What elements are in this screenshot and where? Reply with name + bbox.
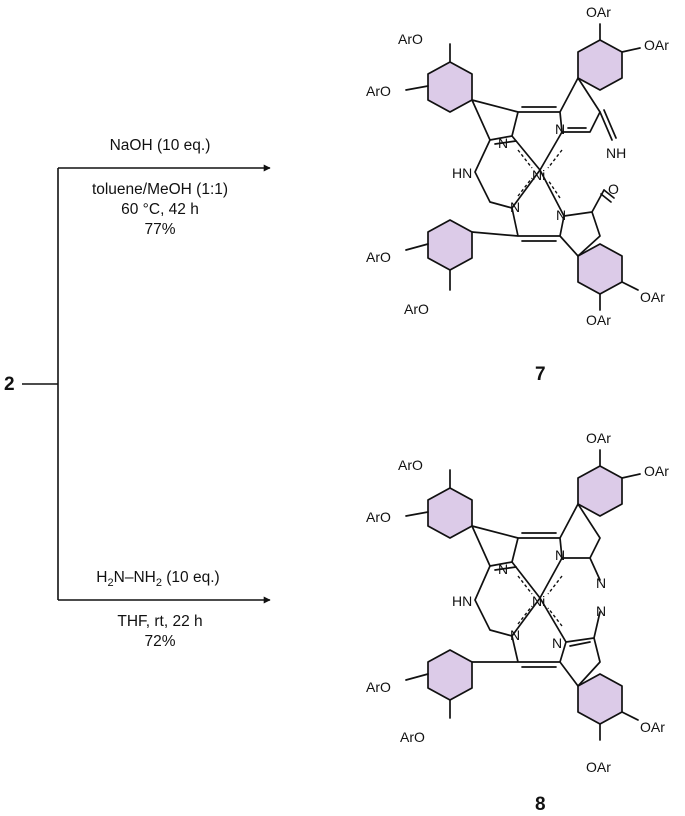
atom-ni: Ni bbox=[532, 167, 545, 183]
start-compound-label: 2 bbox=[4, 374, 15, 395]
substituent-oar: ArO bbox=[366, 83, 391, 99]
substituent-bonds bbox=[405, 449, 641, 741]
ni-coordination bbox=[517, 575, 563, 627]
product-8-structure: N N N N Ni HN N N ArO ArO OAr OAr ArO Ar… bbox=[366, 430, 669, 775]
double-bonds bbox=[494, 532, 591, 668]
benzo-ring bbox=[577, 39, 623, 91]
substituent-oar: OAr bbox=[640, 289, 665, 305]
benzo-ring bbox=[427, 649, 473, 701]
substituent-oar: ArO bbox=[366, 679, 391, 695]
atom-ni: Ni bbox=[532, 593, 545, 609]
atom-n: N bbox=[596, 603, 606, 619]
atom-n: N bbox=[510, 627, 520, 643]
substituent-oar: ArO bbox=[404, 301, 429, 317]
benzo-ring bbox=[427, 61, 473, 113]
product-7-label: 7 bbox=[535, 364, 546, 385]
substituent-oar: ArO bbox=[398, 457, 423, 473]
macrocycle-bonds bbox=[471, 503, 601, 687]
benzo-ring bbox=[577, 243, 623, 295]
benzo-ring bbox=[427, 219, 473, 271]
atom-nh: NH bbox=[606, 145, 626, 161]
macrocycle-bonds bbox=[471, 77, 605, 257]
substituent-oar: OAr bbox=[586, 430, 611, 446]
reagent-naoh: NaOH (10 eq.) bbox=[110, 137, 211, 154]
carbonyl-bond bbox=[600, 189, 615, 203]
substituent-oar: OAr bbox=[644, 463, 669, 479]
atom-n: N bbox=[552, 635, 562, 651]
substituent-oar: OAr bbox=[586, 4, 611, 20]
substituent-oar: OAr bbox=[644, 37, 669, 53]
condition-yield: 77% bbox=[144, 221, 175, 238]
substituent-oar: ArO bbox=[400, 729, 425, 745]
atom-n: N bbox=[498, 561, 508, 577]
atom-n: N bbox=[498, 135, 508, 151]
atom-n: N bbox=[510, 199, 520, 215]
product-7-structure: N N N N Ni HN NH O ArO ArO OAr OAr ArO A… bbox=[366, 4, 669, 328]
imine-bond bbox=[599, 109, 617, 141]
ni-coordination bbox=[517, 149, 563, 199]
atom-hn: HN bbox=[452, 593, 472, 609]
substituent-bonds bbox=[405, 23, 641, 311]
substituent-oar: ArO bbox=[366, 509, 391, 525]
atom-o: O bbox=[608, 181, 619, 197]
benzo-ring bbox=[577, 673, 623, 725]
substituent-oar: ArO bbox=[398, 31, 423, 47]
atom-hn: HN bbox=[452, 165, 472, 181]
condition-yield-2: 72% bbox=[144, 633, 175, 650]
atom-n: N bbox=[555, 121, 565, 137]
condition-solvent: toluene/MeOH (1:1) bbox=[92, 181, 228, 198]
substituent-oar: OAr bbox=[586, 312, 611, 328]
product-8-label: 8 bbox=[535, 794, 546, 815]
condition-solvent-2: THF, rt, 22 h bbox=[117, 613, 202, 630]
substituent-oar: OAr bbox=[640, 719, 665, 735]
reagent-hydrazine: H2N–NH2 (10 eq.) bbox=[96, 569, 219, 589]
double-bonds bbox=[494, 106, 587, 242]
atom-n: N bbox=[556, 207, 566, 223]
atom-n: N bbox=[555, 547, 565, 563]
benzo-ring bbox=[577, 465, 623, 517]
substituent-oar: ArO bbox=[366, 249, 391, 265]
atom-n: N bbox=[596, 575, 606, 591]
benzo-ring bbox=[427, 487, 473, 539]
substituent-oar: OAr bbox=[586, 759, 611, 775]
condition-temperature-time: 60 °C, 42 h bbox=[121, 201, 199, 218]
